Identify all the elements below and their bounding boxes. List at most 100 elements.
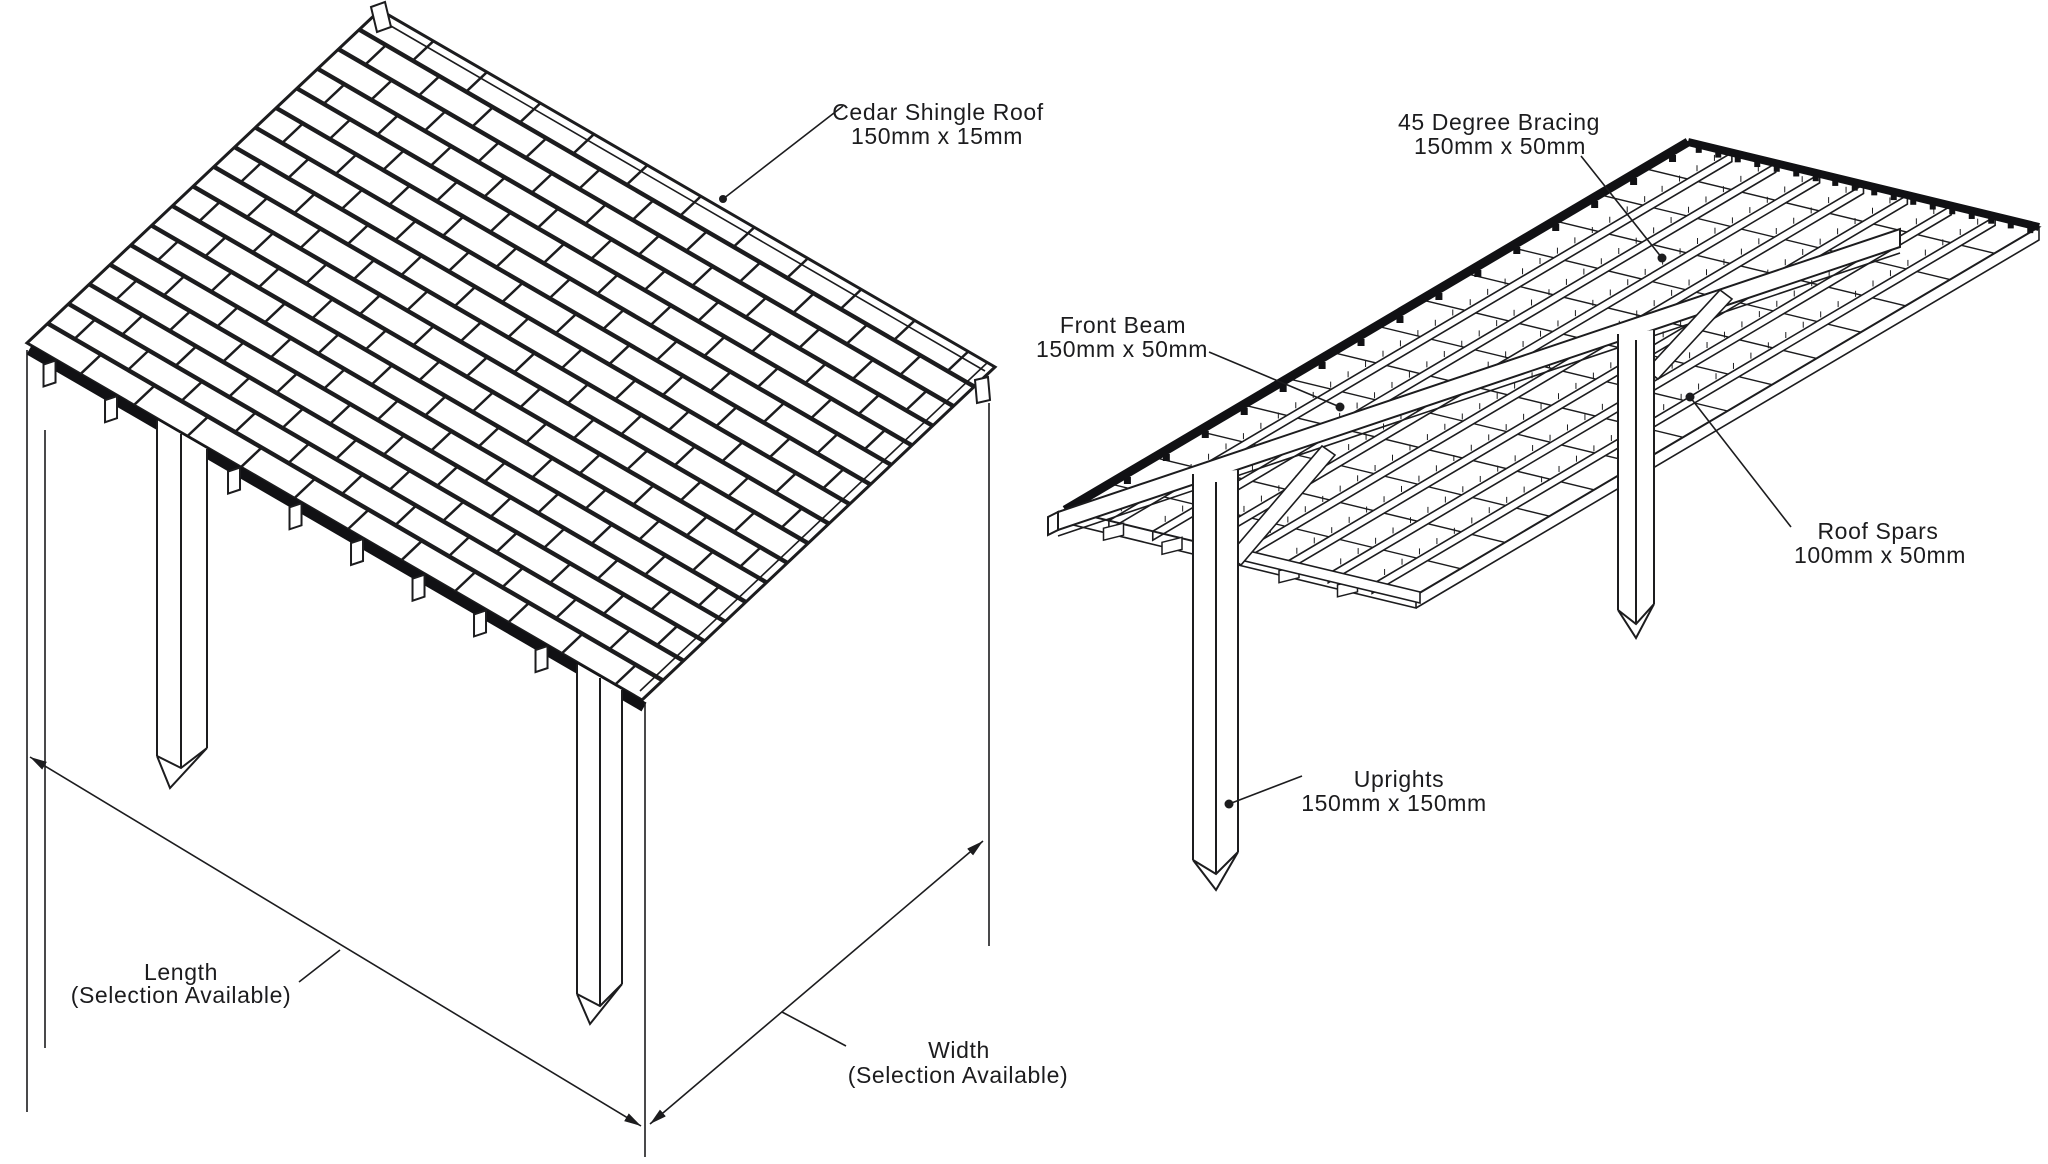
shingle-joint-line	[863, 428, 887, 451]
roof-spars-label-line1: Roof Spars	[1817, 518, 1938, 544]
shingle-course-line	[337, 47, 955, 409]
shingle-joint-line	[240, 446, 263, 469]
shingle-joint-line	[477, 141, 500, 163]
shingle-joint-line	[946, 350, 970, 372]
shingle-butt-tick	[1754, 160, 1761, 168]
shingle-course-line	[192, 184, 810, 546]
shingle-edge-band-front	[1062, 138, 1691, 514]
shingle-joint-line	[643, 554, 667, 576]
shingle-joint-line	[459, 321, 483, 343]
shingle-joint-line	[382, 434, 406, 456]
shingle-butt-tick	[1279, 385, 1287, 392]
width-label-leader	[781, 1011, 847, 1047]
shingle-joint-line	[507, 316, 530, 339]
left-diagram-shingled-carport: Cedar Shingle Roof 150mm x 15mm Length (…	[24, 0, 1068, 1157]
shingle-joint-line	[328, 118, 352, 140]
shingle-course-line	[150, 223, 768, 585]
cedar-shingle-roof-label-line1: Cedar Shingle Roof	[832, 99, 1044, 125]
shingle-joint-line	[293, 477, 317, 500]
shingle-joint-line	[174, 345, 198, 367]
bracing-label-line1: 45 Degree Bracing	[1398, 109, 1600, 135]
shingle-butt-tick	[1734, 155, 1741, 163]
shingle-joint-line	[471, 106, 494, 128]
shingle-field	[46, 27, 976, 686]
bracing-leader-dot	[1657, 253, 1667, 263]
shingle-joint-line	[816, 432, 839, 455]
length-label-line2: (Selection Available)	[71, 982, 292, 1008]
roof-spars-label-leader	[1689, 396, 1792, 528]
shingle-joint-line	[780, 507, 804, 529]
gable-inner-line	[639, 361, 989, 692]
shingle-joint-line	[453, 285, 477, 308]
shingle-joint-line	[667, 410, 691, 432]
roof-label-leader	[722, 105, 844, 200]
shingle-joint-line	[388, 184, 411, 207]
shingle-joint-line	[281, 122, 304, 144]
shingle-course-line	[212, 164, 830, 526]
shingle-joint-line	[810, 397, 833, 420]
shingle-joint-line	[311, 298, 334, 320]
shingle-joint-line	[614, 663, 637, 686]
bracing-label-line2: 150mm x 50mm	[1414, 133, 1586, 159]
shingle-butt-tick	[1474, 270, 1482, 277]
front-beam-label-line1: Front Beam	[1060, 312, 1186, 338]
shingle-joint-line	[477, 426, 501, 448]
roof-surface	[27, 10, 995, 700]
shingle-joint-line	[133, 384, 156, 406]
shingle-joint-line	[406, 289, 429, 312]
shingle-joint-line	[715, 406, 738, 428]
shingle-joint-line	[198, 200, 221, 223]
shingle-butt-tick	[2007, 221, 2014, 229]
shingle-joint-line	[79, 353, 103, 375]
length-label-line1: Length	[144, 959, 218, 985]
roof-outline	[24, 8, 998, 702]
shingle-joint-line	[518, 102, 542, 124]
shingle-butt-tick	[1318, 362, 1326, 369]
shingle-joint-line	[845, 323, 869, 345]
shingle-joint-line	[430, 430, 453, 452]
shingle-butt-tick	[1793, 169, 1800, 177]
shingle-joint-line	[305, 262, 328, 285]
shingle-butt-tick	[1240, 408, 1248, 415]
shingle-butt-tick	[1201, 431, 1209, 438]
shingle-joint-line	[388, 469, 412, 491]
shingle-joint-line	[727, 476, 750, 498]
shingle-course-line	[316, 66, 934, 428]
shingle-joint-line	[762, 401, 786, 424]
shingle-joint-line	[489, 496, 513, 518]
shingle-joint-line	[323, 368, 346, 390]
shingle-joint-line	[447, 535, 471, 558]
shingle-joint-line	[228, 376, 251, 398]
shingle-joint-line	[495, 246, 518, 269]
shingle-joint-line	[364, 329, 388, 351]
shingle-course-line	[88, 282, 706, 644]
shingle-joint-line	[115, 279, 138, 301]
shingle-butt-tick	[1949, 207, 1956, 215]
length-label-leader	[298, 949, 341, 983]
shingle-joint-line	[394, 504, 417, 527]
shingle-joint-line	[180, 380, 204, 402]
shingle-course-line	[358, 27, 976, 389]
shingle-joint-line	[560, 632, 584, 655]
shingle-butt-tick	[1832, 178, 1839, 186]
shingle-butt-tick	[2027, 226, 2034, 234]
rafter-tail	[104, 394, 119, 424]
shingle-joint-line	[442, 500, 465, 523]
rafter-tail	[473, 609, 488, 638]
shingle-butt-tick	[1591, 201, 1599, 208]
shingle-joint-line	[572, 418, 596, 440]
shingle-joint-line	[750, 331, 774, 354]
shingle-joint-line	[222, 341, 245, 363]
shingle-joint-line	[394, 219, 417, 242]
shingle-course-line	[295, 86, 914, 448]
shingle-butt-tick	[1910, 197, 1917, 205]
shingle-butt-tick	[1812, 174, 1819, 182]
shingle-joint-line	[560, 347, 584, 370]
shingle-joint-line	[465, 356, 489, 378]
shingle-joint-line	[287, 442, 311, 465]
shingle-joint-line	[382, 149, 405, 171]
rafter-tail	[534, 644, 549, 674]
shingle-joint-line	[649, 304, 673, 327]
shingle-butt-tick	[1435, 293, 1443, 300]
